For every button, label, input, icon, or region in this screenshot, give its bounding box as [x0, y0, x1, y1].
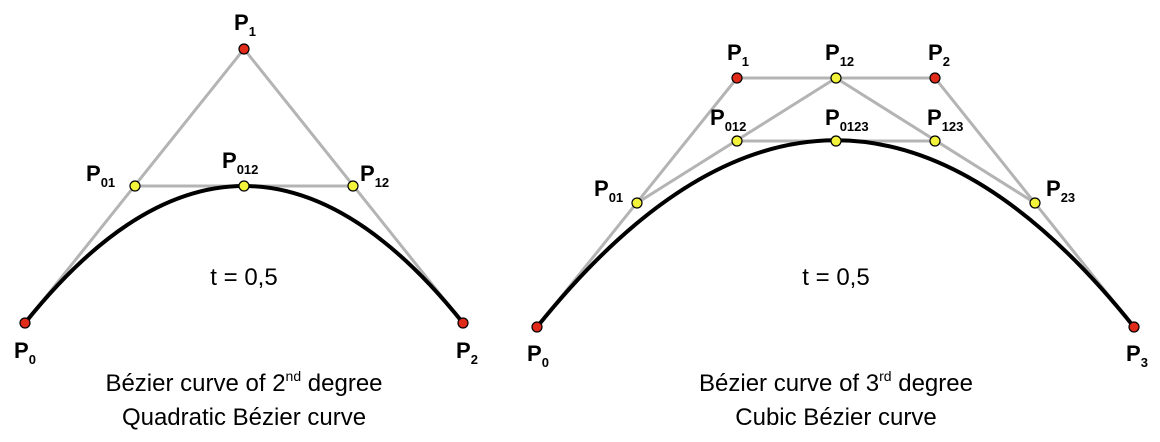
quadratic-point-p012 [238, 180, 250, 192]
quadratic-label-p0: P0 [14, 338, 36, 367]
cubic-point-p012 [731, 135, 743, 147]
quadratic-point-p12 [347, 180, 359, 192]
cubic-label-p012: P012 [710, 105, 746, 134]
quadratic-point-p2 [457, 317, 469, 329]
cubic-bezier-curve [535, 138, 1136, 329]
cubic-point-p2 [929, 72, 941, 84]
quadratic-label-p1: P1 [234, 10, 256, 39]
cubic-point-p01 [631, 197, 643, 209]
quadratic-point-p0 [19, 317, 31, 329]
cubic-label-p0123: P0123 [825, 105, 869, 134]
quadratic-caption-line2: Quadratic Bézier curve [122, 404, 366, 431]
cubic-point-p0123 [830, 135, 842, 147]
quadratic-t-value: t = 0,5 [210, 264, 277, 291]
cubic-label-p01: P01 [594, 176, 623, 205]
cubic-label-p3: P3 [1126, 341, 1148, 370]
cubic-label-p23: P23 [1046, 176, 1075, 205]
quadratic-bezier-panel: P0 P1 P2 P01 P12 P012 t = 0,5 Bézier cur… [14, 10, 478, 431]
cubic-point-p0 [531, 321, 543, 333]
quadratic-label-p012: P012 [222, 148, 258, 177]
cubic-label-p12: P12 [825, 40, 854, 69]
cubic-label-p123: P123 [927, 105, 963, 134]
cubic-label-p1: P1 [727, 40, 749, 69]
cubic-point-p3 [1128, 321, 1140, 333]
cubic-point-p1 [731, 72, 743, 84]
cubic-point-p12 [830, 72, 842, 84]
quadratic-label-p01: P01 [86, 161, 115, 190]
cubic-point-p23 [1029, 197, 1041, 209]
quadratic-label-p12: P12 [360, 161, 389, 190]
cubic-bezier-panel: P0 P1 P2 P3 P12 P01 P23 P012 P123 P0123 … [527, 40, 1148, 431]
quadratic-caption-line1: Bézier curve of 2nd degree [105, 368, 382, 397]
cubic-caption-line2: Cubic Bézier curve [735, 404, 936, 431]
cubic-point-p123 [929, 135, 941, 147]
quadratic-label-p2: P2 [456, 338, 478, 367]
quadratic-bezier-curve [23, 184, 465, 325]
cubic-label-p2: P2 [928, 40, 950, 69]
quadratic-point-p01 [129, 180, 141, 192]
cubic-t-value: t = 0,5 [802, 264, 869, 291]
cubic-label-p0: P0 [527, 341, 549, 370]
cubic-caption-line1: Bézier curve of 3rd degree [699, 368, 973, 397]
quadratic-point-p1 [238, 43, 250, 55]
